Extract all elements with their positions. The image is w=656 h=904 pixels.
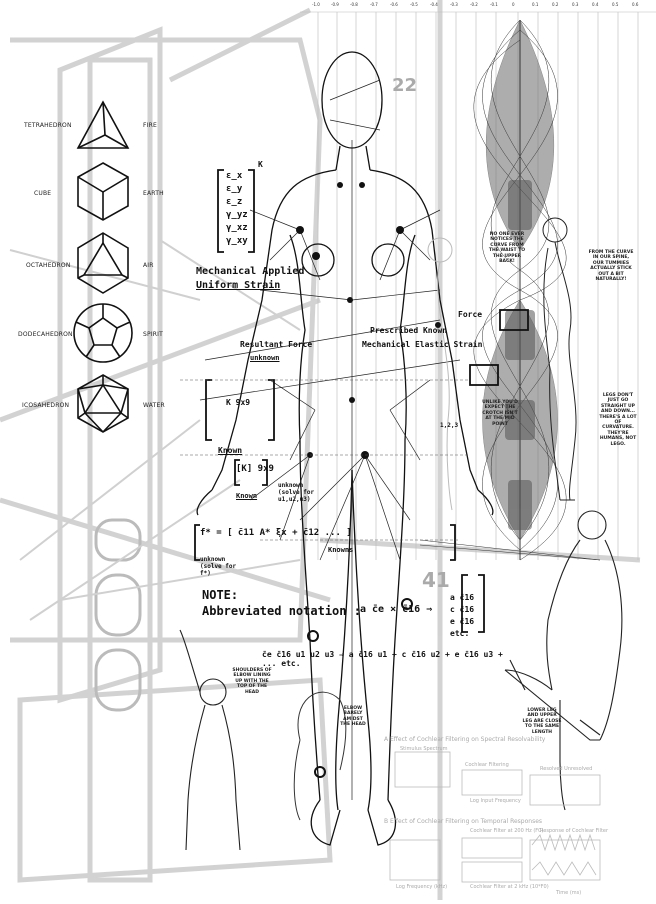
known-label-1: Known [218,446,242,455]
fire-label: FIRE [143,122,157,129]
note-heading: NOTE: [202,588,238,602]
ruler-tick-label: 0.2 [552,2,558,7]
ruler-tick-label: -0.4 [430,2,438,7]
ruler-tick-label: -0.7 [370,2,378,7]
knee-note: LOWER LEG AND UPPER LEG ARE CLOSE TO THE… [522,708,562,735]
log-input-frequency-label: Log Input Frequency [470,798,521,804]
ruler-tick-label: 0.4 [592,2,598,7]
spirit-label: SPIRIT [143,331,163,338]
ruler-tick-label: 0.1 [532,2,538,7]
mechanical-elastic-text: Mechanical Elastic Strain [362,340,482,349]
abbreviated-list: a c̄16 c c̄16 e c̄16 etc. [450,592,480,640]
cube-label: CUBE [34,190,51,197]
ruler-tick-label: 0.5 [612,2,618,7]
tensor-equation: c̄e c̄16 u1 u2 u3 ⇒ a c̄16 u1 + c c̄16 u… [262,650,512,668]
ruler-tick-label: -1.0 [312,2,320,7]
legs-note: LEGS DON'T JUST GO STRAIGHT UP AND DOWN.… [598,393,638,447]
ruler-tick-label: -0.9 [331,2,339,7]
shoulder-note: SHOULDERS OF ELBOW LINING UP WITH THE TO… [232,668,272,695]
icosahedron-label: ICOSAHEDRON [22,402,69,409]
knowns-label: Knowns [328,546,353,554]
force-label: Force [458,310,482,319]
ruler-tick-label: -0.6 [390,2,398,7]
strain-k: K [258,160,263,169]
ruler-tick-label: 0.6 [632,2,638,7]
body-grid [180,380,470,540]
dodecahedron-label: DODECAHEDRON [18,331,73,338]
octahedron-label: OCTAHEDRON [26,262,71,269]
strain-vector: ε_x ε_y ε_z γ_yz γ_xz γ_xy [226,170,252,248]
abbreviated-notation: Abbreviated notation : [202,604,361,618]
known-label-2: Known [236,492,257,500]
air-label: AIR [143,262,154,269]
ruler-tick-label: -0.1 [490,2,498,7]
number-123: 1,2,3 [440,422,458,429]
ruler-tick-label: -0.2 [470,2,478,7]
ruler-tick-label: -0.8 [350,2,358,7]
mechanical-applied-text: Mechanical Applied [196,266,304,277]
resultant-force-text: Resultant Force [240,340,312,349]
octahedron-shape [78,233,128,293]
crotch-note: UNLIKE YOU'D EXPECT THE CROTCH ISN'T AT … [482,400,518,427]
k-9x9-label: K 9x9 [226,398,266,407]
stimulus-spectrum-label: Stimulus Spectrum [400,746,448,752]
ruler-tick-label: -0.5 [410,2,418,7]
back-note: NO ONE EVER NOTICES THE CURVE FROM THE W… [488,232,526,264]
tetrahedron-label: TETRAHEDRON [24,122,72,129]
arm-raised-figure [180,630,240,850]
page-number-41: 41 [422,568,450,592]
wave-spindle [420,20,600,560]
log-frequency-khz-label: Log Frequency (kHz) [396,884,447,890]
time-ms-label: Time (ms) [556,890,581,896]
response-label: Response of Cochlear Filter [540,828,608,834]
ruler-tick-label: 0 [512,2,515,7]
dodecahedron-shape [74,304,132,362]
uniform-strain-text: Uniform Strain [196,280,280,291]
diagram-title-b: B Effect of Cochlear Filtering on Tempor… [384,818,542,825]
abbreviated-equation: a c̄e × c̄16 ⇒ [360,604,432,615]
cochlear-filtering-label: Cochlear Filtering [465,762,509,768]
ruler-tick-label: -0.3 [450,2,458,7]
diagram-title-a: A Effect of Cochlear Filtering on Spectr… [384,736,545,743]
cochlear-filter-2-label: Cochlear Filter at 2 kHz (10*F0) [470,884,549,890]
fstar-unknown: unknown (solve for f*) [200,556,240,577]
earth-label: EARTH [143,190,164,197]
cube-shape [78,163,128,220]
ruler-grid [300,12,656,560]
spine-note: FROM THE CURVE IN OUR SPINE, OUR TUMMIES… [588,250,634,282]
page-number-22: 22 [392,75,417,96]
background-scribbles [10,240,300,620]
fstar-equation: f* = [ c̄11 A* ξx + c̄12 ... ] [200,528,450,538]
water-label: WATER [143,402,165,409]
ruler-tick-label: 0.3 [572,2,578,7]
solve-for-label: unknown (solve for u1,u2,u3) [278,482,328,503]
cochlear-filter-1-label: Cochlear Filter at 200 Hz (F0) [470,828,543,834]
icosahedron-shape [78,375,128,432]
unknown-label-1: unknown [250,354,280,362]
tetrahedron-shape [78,102,128,148]
resolved-unresolved-label: Resolved Unresolved [540,766,592,772]
prescribed-known-text: Prescribed Known [370,326,447,335]
elbow-note: ELBOW BARELY AMIDST THE HEAD [338,706,368,728]
k-bracket-label: [K] 9x9 [236,464,274,474]
